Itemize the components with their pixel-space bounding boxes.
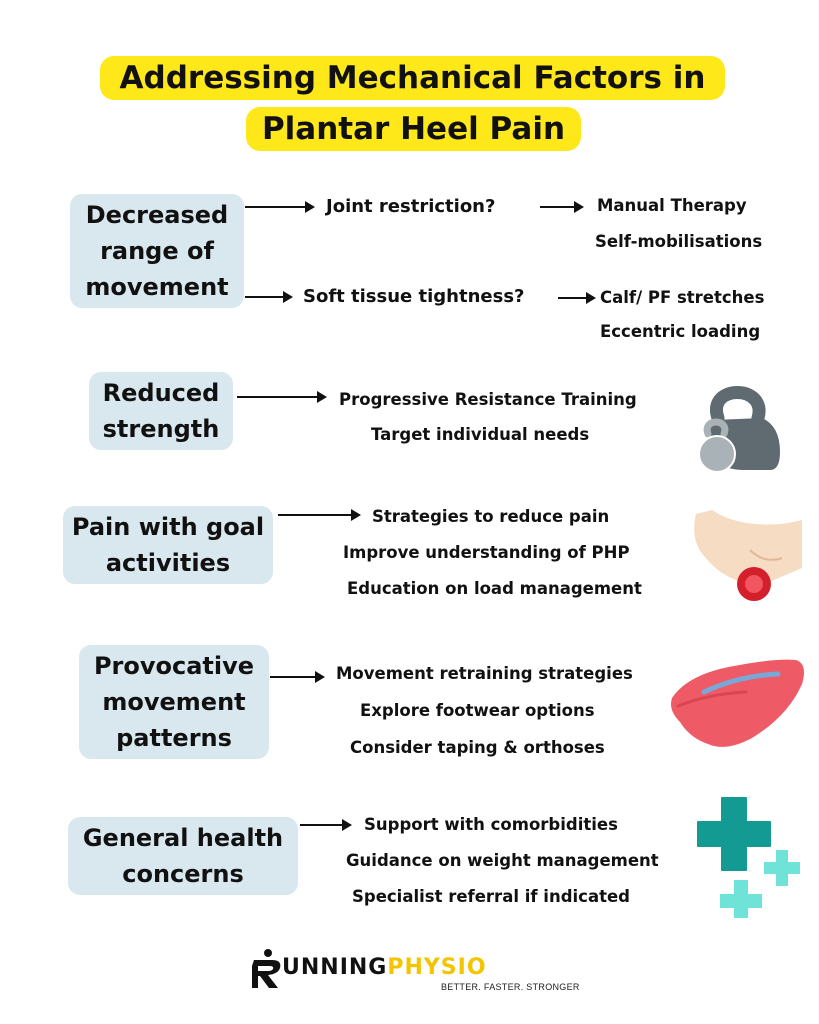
arrow-pain bbox=[278, 509, 361, 521]
item-strategies-to-reduce-pain: Strategies to reduce pain bbox=[372, 507, 610, 526]
label-provocative-movement-patterns: Provocative movement patterns bbox=[79, 645, 269, 759]
title-line-2: Plantar Heel Pain bbox=[246, 107, 581, 151]
item-movement-retraining: Movement retraining strategies bbox=[336, 664, 633, 683]
item-specialist-referral: Specialist referral if indicated bbox=[352, 887, 630, 906]
arrow-health bbox=[300, 819, 352, 831]
arrow-movement bbox=[270, 671, 325, 683]
item-progressive-resistance-training: Progressive Resistance Training bbox=[339, 390, 637, 409]
insole-icon bbox=[671, 659, 804, 747]
heel-pain-icon bbox=[694, 510, 802, 601]
arrow-joint-therapy bbox=[540, 201, 584, 213]
cause-joint-restriction: Joint restriction? bbox=[326, 196, 496, 217]
item-eccentric-loading: Eccentric loading bbox=[600, 322, 761, 341]
item-explore-footwear: Explore footwear options bbox=[360, 701, 595, 720]
arrow-rom-joint bbox=[245, 201, 315, 213]
logo-word: UNNINGPHYSIO bbox=[282, 956, 487, 980]
logo-tagline: BETTER. FASTER. STRONGER bbox=[441, 982, 580, 992]
logo-word-running: UNNING bbox=[282, 955, 388, 980]
item-self-mobilisations: Self-mobilisations bbox=[595, 232, 763, 251]
item-support-comorbidities: Support with comorbidities bbox=[364, 815, 618, 834]
cause-soft-tissue-tightness: Soft tissue tightness? bbox=[303, 286, 525, 307]
label-pain-with-goal-activities: Pain with goal activities bbox=[63, 506, 273, 584]
label-reduced-strength: Reduced strength bbox=[89, 372, 233, 450]
item-calf-pf-stretches: Calf/ PF stretches bbox=[600, 288, 765, 307]
label-decreased-range-of-movement: Decreased range of movement bbox=[70, 194, 244, 308]
runner-r-logo-icon bbox=[252, 949, 281, 988]
medical-cross-icon bbox=[697, 797, 800, 918]
item-target-individual-needs: Target individual needs bbox=[371, 425, 590, 444]
title-line-1: Addressing Mechanical Factors in bbox=[100, 56, 725, 100]
kettlebell-icon bbox=[698, 386, 780, 473]
label-general-health-concerns: General health concerns bbox=[68, 817, 298, 895]
arrow-rom-soft-tissue bbox=[245, 291, 293, 303]
item-education-load-management: Education on load management bbox=[347, 579, 642, 598]
arrow-strength bbox=[237, 391, 327, 403]
item-weight-management: Guidance on weight management bbox=[346, 851, 659, 870]
item-improve-understanding-php: Improve understanding of PHP bbox=[343, 543, 630, 562]
arrow-soft-tissue-stretches bbox=[558, 292, 596, 304]
item-taping-orthoses: Consider taping & orthoses bbox=[350, 738, 605, 757]
item-manual-therapy: Manual Therapy bbox=[597, 196, 747, 215]
logo-word-physio: PHYSIO bbox=[387, 955, 487, 980]
